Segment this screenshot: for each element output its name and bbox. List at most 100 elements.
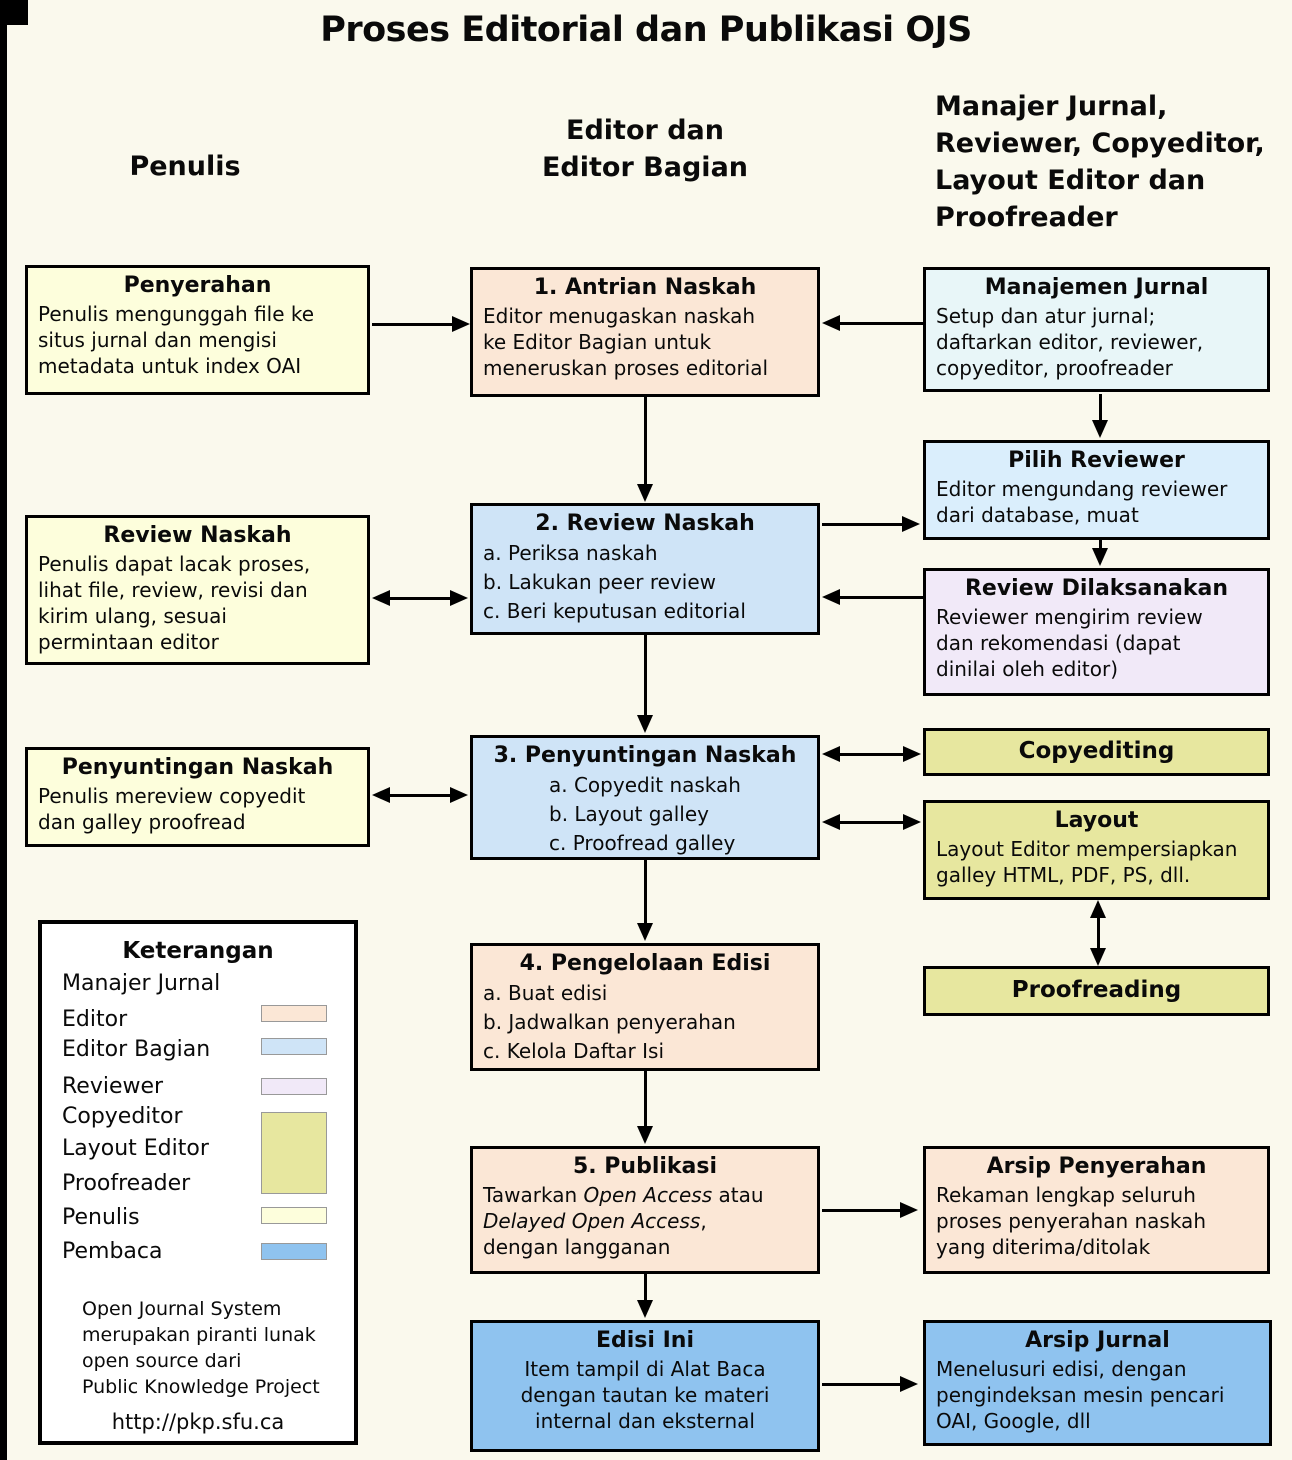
arrow-pengelolaan-to-publikasi-line xyxy=(644,1071,647,1126)
arrow-penyuntingan-to-pengelolaan-line xyxy=(644,860,647,923)
arrow-layout-proofreading-head-up xyxy=(1090,900,1106,918)
box-arsip-jurnal-body: Menelusuri edisi, dengan pengindeksan me… xyxy=(936,1356,1225,1433)
arrow-review-bidirectional-line xyxy=(388,597,452,600)
arrow-publikasi-to-arsip-line xyxy=(822,1209,902,1212)
box-review-naskah-penulis: Review Naskah Penulis dapat lacak proses… xyxy=(25,515,370,665)
box-manajemen-jurnal-body: Setup dan atur jurnal; daftarkan editor,… xyxy=(936,303,1204,380)
arrow-penyuntingan-bidirectional-head-left xyxy=(372,787,390,803)
arrow-manajemen-to-antrian-line xyxy=(840,322,923,325)
legend-swatch-penulis xyxy=(261,1207,327,1224)
arrow-penyuntingan-bidirectional-line xyxy=(388,794,452,797)
arrow-penyuntingan-copyediting-head-right xyxy=(903,746,921,762)
box-review-dilaksanakan-title: Review Dilaksanakan xyxy=(964,576,1229,601)
arrow-penyuntingan-bidirectional-head-right xyxy=(450,787,468,803)
box-proofreading: Proofreading xyxy=(923,966,1270,1016)
arrow-publikasi-to-edisi-head xyxy=(637,1300,653,1318)
arrow-pilih-to-dilaksanakan-head xyxy=(1092,548,1108,566)
box-penyerahan-title: Penyerahan xyxy=(123,273,272,298)
box-edisi-ini-title: Edisi Ini xyxy=(595,1328,694,1353)
box-copyediting-title: Copyediting xyxy=(1018,738,1175,765)
box-pilih-reviewer-title: Pilih Reviewer xyxy=(1008,448,1185,473)
box-edisi-ini: Edisi Ini Item tampil di Alat Baca denga… xyxy=(470,1320,820,1452)
text-segment: Tawarkan xyxy=(483,1182,584,1207)
box-review-dilaksanakan: Review Dilaksanakan Reviewer mengirim re… xyxy=(923,568,1270,696)
box-review-dilaksanakan-body: Reviewer mengirim review dan rekomendasi… xyxy=(936,604,1203,681)
legend-swatch-editor xyxy=(261,1005,327,1022)
text-segment: atau xyxy=(718,1182,764,1207)
legend-label-editor-bagian: Editor Bagian xyxy=(62,1037,211,1062)
legend-box: Keterangan Manajer Jurnal Editor Editor … xyxy=(38,920,358,1445)
page-title: Proses Editorial dan Publikasi OJS xyxy=(320,10,972,50)
legend-label-proofreader: Proofreader xyxy=(62,1171,191,1196)
legend-swatch-editor-bagian xyxy=(261,1038,327,1055)
legend-label-copyeditor: Copyeditor xyxy=(62,1104,183,1129)
page-border-left xyxy=(0,0,7,1460)
text-segment: Delayed Open Access xyxy=(483,1208,701,1233)
box-copyediting: Copyediting xyxy=(923,728,1270,776)
text-segment: Open Access xyxy=(583,1182,713,1207)
legend-url: http://pkp.sfu.ca xyxy=(111,1410,285,1434)
arrow-review-to-penyuntingan-head xyxy=(637,715,653,733)
arrow-penyuntingan-copyediting-head-left xyxy=(822,746,840,762)
arrow-review-bidirectional-head-left xyxy=(372,590,390,606)
arrow-antrian-to-review-line xyxy=(644,397,647,484)
legend-label-manajer-jurnal: Manajer Jurnal xyxy=(62,971,221,996)
box-arsip-penyerahan-title: Arsip Penyerahan xyxy=(986,1154,1207,1179)
box-edisi-ini-body: Item tampil di Alat Baca dengan tautan k… xyxy=(520,1356,770,1433)
arrow-dilaksanakan-to-review-line xyxy=(840,596,923,599)
arrow-manajemen-to-antrian-head xyxy=(822,315,840,331)
legend-label-reviewer: Reviewer xyxy=(62,1074,164,1099)
list-item: c. Proofread galley xyxy=(549,830,736,855)
page-border-corner xyxy=(0,0,28,25)
box-arsip-jurnal: Arsip Jurnal Menelusuri edisi, dengan pe… xyxy=(923,1320,1272,1446)
text-segment: , dengan langganan xyxy=(483,1208,707,1259)
box-publikasi-body: Tawarkan Open Access atau Delayed Open A… xyxy=(483,1182,807,1260)
box-manajemen-jurnal-title: Manajemen Jurnal xyxy=(984,275,1209,300)
box-penyuntingan-penulis-title: Penyuntingan Naskah xyxy=(61,755,334,780)
box-proofreading-title: Proofreading xyxy=(1011,977,1182,1004)
box-arsip-penyerahan: Arsip Penyerahan Rekaman lengkap seluruh… xyxy=(923,1146,1270,1274)
arrow-penyuntingan-to-pengelolaan-head xyxy=(637,923,653,941)
legend-label-pembaca: Pembaca xyxy=(62,1239,163,1264)
box-penyuntingan-penulis: Penyuntingan Naskah Penulis mereview cop… xyxy=(25,747,370,847)
arrow-penyerahan-to-antrian-line xyxy=(372,323,454,326)
column-header-manajer: Manajer Jurnal, Reviewer, Copyeditor, La… xyxy=(935,91,1265,233)
box-pengelolaan-edisi-title: 4. Pengelolaan Edisi xyxy=(519,951,771,976)
box-antrian-naskah-body: Editor menugaskan naskah ke Editor Bagia… xyxy=(483,303,769,380)
arrow-layout-proofreading-head-down xyxy=(1090,948,1106,966)
box-antrian-naskah-title: 1. Antrian Naskah xyxy=(533,275,757,300)
arrow-publikasi-to-edisi-line xyxy=(644,1274,647,1300)
list-item: c. Beri keputusan editorial xyxy=(483,598,746,623)
box-arsip-jurnal-title: Arsip Jurnal xyxy=(1025,1328,1170,1353)
box-review-naskah-title: 2. Review Naskah xyxy=(535,511,755,536)
arrow-pengelolaan-to-publikasi-head xyxy=(637,1126,653,1144)
arrow-edisi-to-arsipjurnal-line xyxy=(822,1383,902,1386)
column-header-penulis: Penulis xyxy=(129,151,241,182)
box-pilih-reviewer: Pilih Reviewer Editor mengundang reviewe… xyxy=(923,440,1270,540)
box-arsip-penyerahan-body: Rekaman lengkap seluruh proses penyeraha… xyxy=(936,1182,1206,1259)
box-layout: Layout Layout Editor mempersiapkan galle… xyxy=(923,800,1270,900)
arrow-penyerahan-to-antrian-head xyxy=(452,316,470,332)
arrow-review-to-pilih-head xyxy=(902,516,920,532)
box-review-naskah-penulis-title: Review Naskah xyxy=(103,523,292,548)
list-item: c. Kelola Daftar Isi xyxy=(483,1038,664,1063)
box-penyerahan: Penyerahan Penulis mengunggah file ke si… xyxy=(25,265,370,395)
legend-footer-text: Open Journal System merupakan piranti lu… xyxy=(82,1298,320,1398)
arrow-publikasi-to-arsip-head xyxy=(900,1202,918,1218)
box-antrian-naskah: 1. Antrian Naskah Editor menugaskan nask… xyxy=(470,267,820,397)
legend-label-editor: Editor xyxy=(62,1007,128,1032)
arrow-review-to-penyuntingan-line xyxy=(644,635,647,715)
box-manajemen-jurnal: Manajemen Jurnal Setup dan atur jurnal; … xyxy=(923,267,1270,392)
arrow-penyuntingan-layout-line xyxy=(838,821,905,824)
list-item: a. Copyedit naskah xyxy=(549,772,741,797)
box-layout-title: Layout xyxy=(1054,808,1139,833)
legend-label-layout-editor: Layout Editor xyxy=(62,1136,209,1161)
arrow-review-to-pilih-line xyxy=(822,523,904,526)
column-header-editor: Editor dan Editor Bagian xyxy=(541,115,749,183)
list-item: b. Jadwalkan penyerahan xyxy=(483,1009,736,1034)
arrow-manajemen-to-pilih-head xyxy=(1092,420,1108,438)
